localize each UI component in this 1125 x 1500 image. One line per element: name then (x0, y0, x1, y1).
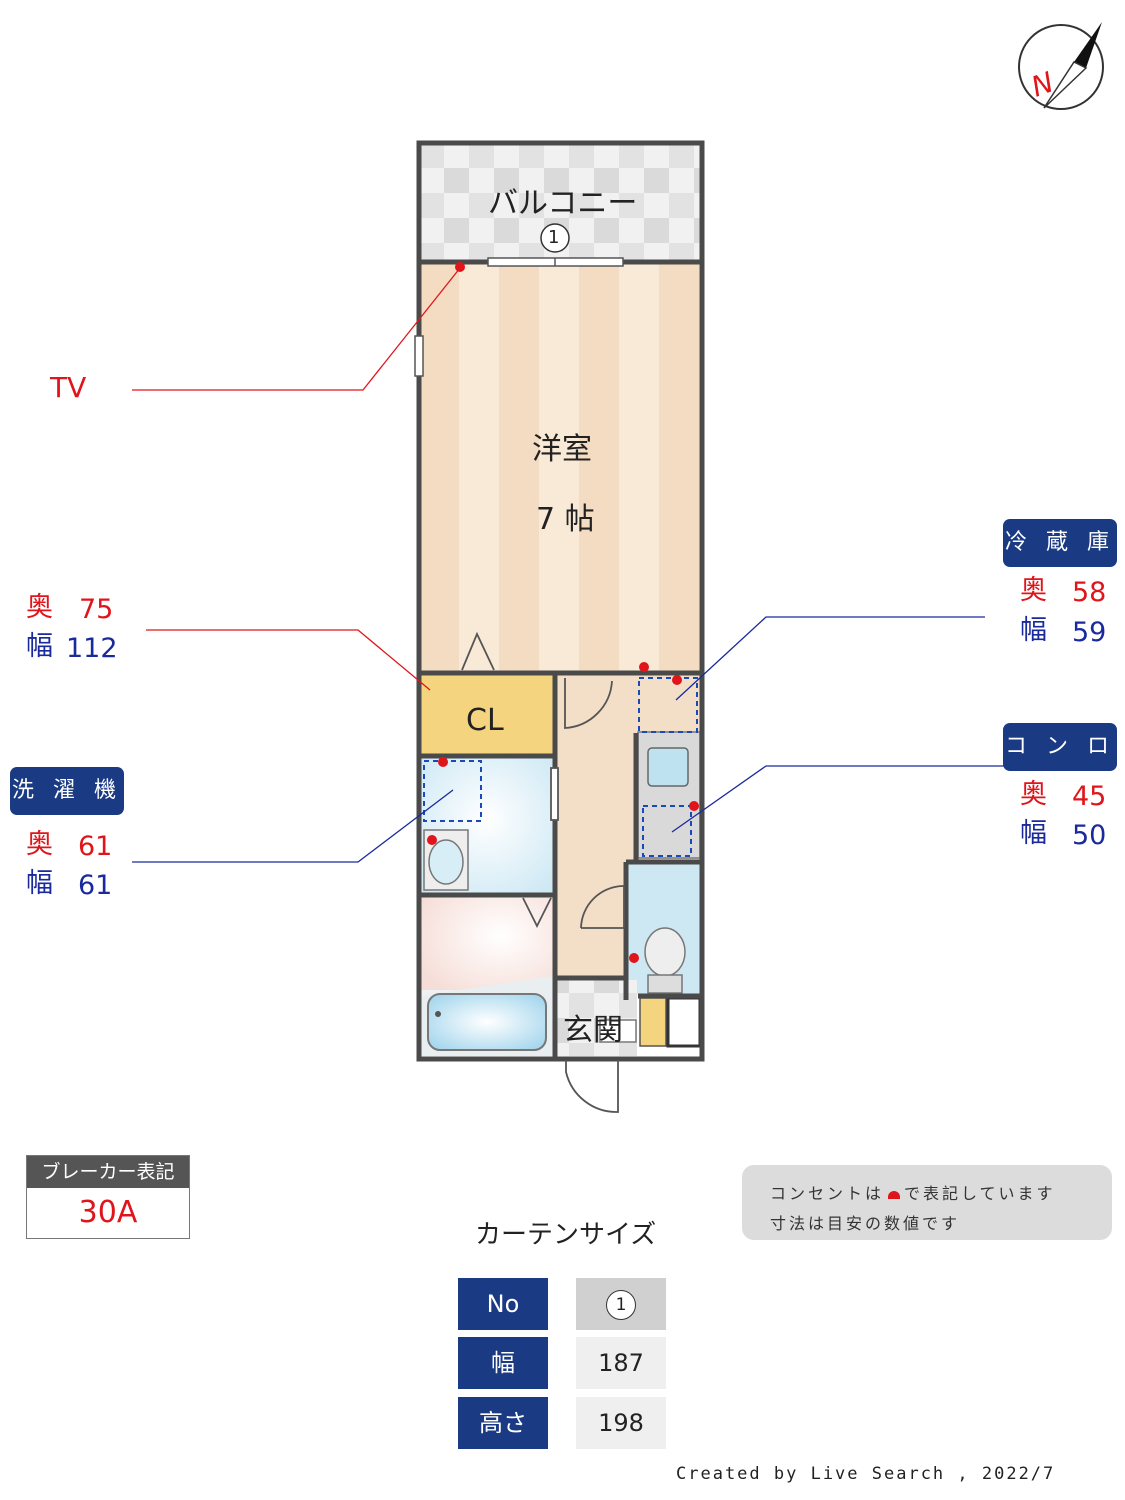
stove-width-value: 50 (1072, 820, 1107, 851)
balcony-window-number: 1 (548, 227, 560, 248)
breaker-title: ブレーカー表記 (27, 1156, 189, 1188)
side-window (414, 335, 424, 377)
notes-line1-pre: コンセントは (770, 1184, 885, 1203)
curtain-value-height: 198 (576, 1397, 666, 1449)
curtain-value-no: 1 (576, 1278, 666, 1330)
curtain-no-circle: 1 (606, 1290, 636, 1320)
notes-box: コンセントはで表記しています 寸法は目安の数値です (742, 1165, 1112, 1240)
closet-width-value: 112 (66, 633, 118, 664)
curtain-header-no: No (458, 1278, 548, 1330)
washer-space (423, 760, 482, 822)
curtain-title: カーテンサイズ (475, 1220, 657, 1250)
washer-width-value: 61 (78, 870, 113, 901)
kitchen-sink-icon (647, 747, 689, 787)
doors (461, 631, 625, 1113)
western-room-label: 洋室 (532, 432, 592, 467)
breaker-box: ブレーカー表記 30A (26, 1155, 190, 1239)
compass: N (1014, 22, 1108, 112)
shoe-box (639, 997, 667, 1047)
fridge-width-value: 59 (1072, 617, 1107, 648)
stove-space (642, 805, 692, 857)
window-number-circle (540, 223, 570, 253)
floor-plan (132, 140, 1004, 1113)
fridge-tag: 冷 蔵 庫 (1003, 519, 1117, 567)
curtain-value-width: 187 (576, 1337, 666, 1389)
western-room-size: 7 帖 (536, 502, 595, 537)
washer-width-key: 幅 (26, 868, 53, 899)
closet-area (421, 675, 553, 755)
entrance-label: 玄関 (563, 1013, 623, 1048)
curtain-header-height: 高さ (458, 1397, 548, 1449)
outlets (427, 262, 699, 963)
closet-label: CL (466, 703, 504, 738)
stove-depth-value: 45 (1072, 781, 1107, 812)
washer-tag: 洗 濯 機 (10, 767, 124, 815)
closet-width-key: 幅 (26, 631, 53, 662)
toilet-icon (644, 927, 686, 977)
compass-icon (1018, 22, 1104, 110)
tv-label: TV (50, 371, 87, 404)
fridge-space (638, 677, 698, 733)
leader-lines (132, 267, 1004, 863)
breaker-value: 30A (78, 1195, 138, 1230)
stove-depth-key: 奥 (1020, 779, 1047, 810)
curtain-header-width: 幅 (458, 1337, 548, 1389)
balcony-window (487, 257, 624, 267)
balcony-label: バルコニー (488, 186, 638, 221)
stove-tag: コ ン ロ (1003, 723, 1117, 771)
washer-depth-key: 奥 (26, 829, 53, 860)
fridge-depth-value: 58 (1072, 577, 1107, 608)
credit-text: Created by Live Search , 2022/7 (676, 1464, 1056, 1484)
bathtub-icon (427, 993, 547, 1051)
fridge-width-key: 幅 (1020, 615, 1047, 646)
washer-depth-value: 61 (78, 831, 113, 862)
closet-depth-key: 奥 (26, 592, 53, 623)
stove-width-key: 幅 (1020, 818, 1047, 849)
outlet-legend-icon (888, 1190, 901, 1199)
notes-line1-post: で表記しています (904, 1184, 1056, 1203)
walls (416, 140, 705, 1062)
closet-depth-value: 75 (79, 594, 114, 625)
western-room-area (421, 262, 701, 672)
notes-line1: コンセントはで表記しています (770, 1180, 1056, 1204)
fridge-depth-key: 奥 (1020, 575, 1047, 606)
notes-line2: 寸法は目安の数値です (770, 1214, 961, 1233)
